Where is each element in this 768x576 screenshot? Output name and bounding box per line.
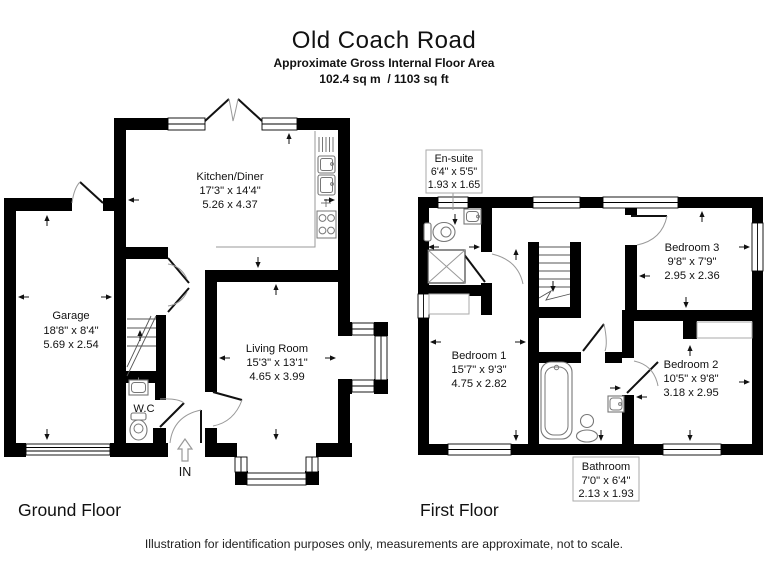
bedroom1-side-window: [417, 293, 430, 319]
bedroom3-top-window: [602, 196, 679, 209]
bedroom3-name: Bedroom 3: [665, 242, 720, 254]
bedroom2-bottom-window: [662, 443, 722, 456]
first-floor-walls: [418, 197, 763, 455]
wc-door: [159, 398, 185, 428]
french-doors: [204, 98, 263, 122]
shower-icon: [427, 249, 466, 284]
first-floor-doors: [462, 215, 668, 394]
ground-floor-walls: [4, 118, 388, 485]
kitchen-window-right: [261, 117, 298, 131]
room-label-bedroom3: Bedroom 3 9'8" x 7'9" 2.95 x 2.36: [664, 242, 719, 282]
wc-basin-icon: [128, 377, 149, 396]
ground-floor-plan: Kitchen/Diner 17'3" x 14'4" 5.26 x 4.37 …: [4, 98, 388, 486]
ensuite-name: En-suite: [435, 153, 474, 165]
kitchen-counter: [216, 131, 337, 248]
ensuite-toilet-icon: [423, 221, 456, 243]
page-title: Old Coach Road: [291, 27, 477, 54]
bedroom2-door: [626, 360, 659, 394]
living-imperial: 15'3" x 13'1": [246, 357, 307, 369]
bedroom1-metric: 4.75 x 2.82: [451, 378, 506, 390]
ground-floor-label: Ground Floor: [18, 500, 122, 520]
bedroom1-imperial: 15'7" x 9'3": [451, 364, 506, 376]
ground-floor-doors: [71, 98, 263, 444]
wc-label: W.C: [133, 403, 154, 415]
bath-icon: [540, 361, 573, 440]
entrance-arrow-icon: [176, 437, 194, 462]
first-floor-plan: En-suite 6'4" x 5'5" 1.93 x 1.65 Bathroo…: [417, 149, 764, 502]
bedroom1-name: Bedroom 1: [452, 350, 507, 362]
bedroom3-imperial: 9'8" x 7'9": [668, 256, 717, 268]
living-bay-window-right: [351, 322, 388, 393]
bathroom-metric: 2.13 x 1.93: [578, 488, 633, 500]
wc-fixtures: [128, 377, 149, 441]
bathroom-name: Bathroom: [582, 461, 631, 473]
ensuite-label-box: En-suite 6'4" x 5'5" 1.93 x 1.65: [425, 149, 483, 210]
kitchen-sink-icon: [317, 155, 336, 196]
disclaimer-text: Illustration for identification purposes…: [144, 537, 624, 551]
room-label-kitchen-diner: Kitchen/Diner 17'3" x 14'4" 5.26 x 4.37: [196, 171, 263, 211]
bedroom3-side-window: [751, 222, 764, 272]
living-metric: 4.65 x 3.99: [249, 371, 304, 383]
side-door: [71, 181, 104, 204]
garage-metric: 5.69 x 2.54: [43, 339, 98, 351]
ground-floor-room-labels: Kitchen/Diner 17'3" x 14'4" 5.26 x 4.37 …: [43, 171, 308, 479]
ground-floor-dimension-arrows: [17, 132, 337, 441]
bathroom-label-box: Bathroom 7'0" x 6'4" 2.13 x 1.93: [572, 456, 640, 502]
bathroom-door: [582, 323, 607, 352]
ground-floor-windows: [25, 117, 388, 486]
hall-kitchen-doors: [167, 257, 190, 313]
bedroom2-metric: 3.18 x 2.95: [663, 387, 718, 399]
bathroom-sink-icon: [607, 395, 625, 413]
living-room-door: [212, 391, 243, 427]
living-bay-window-bottom: [234, 456, 319, 486]
ensuite-door: [462, 252, 524, 285]
bedroom3-door: [631, 215, 668, 246]
room-label-garage: Garage 18'8" x 8'4" 5.69 x 2.54: [43, 310, 98, 351]
bathroom-toilet-icon: [575, 413, 599, 443]
living-name: Living Room: [246, 343, 308, 355]
kitchen-window-left: [167, 117, 206, 131]
bathroom-fixtures: [540, 361, 625, 443]
room-label-living-room: Living Room 15'3" x 13'1" 4.65 x 3.99: [246, 343, 308, 383]
staircase-first: [512, 246, 571, 301]
landing-window: [532, 196, 581, 209]
front-door: [169, 409, 202, 444]
bathroom-imperial: 7'0" x 6'4": [582, 475, 631, 487]
room-label-bedroom2: Bedroom 2 10'5" x 9'8" 3.18 x 2.95: [663, 359, 718, 399]
kitchen-name: Kitchen/Diner: [196, 171, 263, 183]
page-subtitle: Approximate Gross Internal Floor Area: [273, 56, 495, 70]
first-floor-room-labels: Bedroom 1 15'7" x 9'3" 4.75 x 2.82 Bedro…: [451, 242, 719, 399]
window-board: [428, 293, 470, 315]
wc-toilet-icon: [129, 412, 148, 441]
first-floor-label: First Floor: [420, 500, 499, 520]
garage-imperial: 18'8" x 8'4": [43, 325, 98, 337]
hob-icon: [316, 210, 337, 239]
ensuite-metric: 1.93 x 1.65: [428, 179, 481, 191]
garage-name: Garage: [52, 310, 89, 322]
bedroom1-bottom-window: [447, 443, 512, 456]
bedroom2-name: Bedroom 2: [664, 359, 719, 371]
gross-area-value: 102.4 sq m / 1103 sq ft: [319, 72, 449, 86]
garage-door: [25, 443, 111, 456]
bedroom3-metric: 2.95 x 2.36: [664, 270, 719, 282]
ensuite-imperial: 6'4" x 5'5": [431, 166, 478, 178]
kitchen-metric: 5.26 x 4.37: [202, 199, 257, 211]
wardrobe-recess: [696, 321, 753, 339]
ensuite-fixtures: [423, 208, 482, 315]
room-label-bedroom1: Bedroom 1 15'7" x 9'3" 4.75 x 2.82: [451, 350, 506, 390]
staircase-ground: [126, 315, 157, 377]
ensuite-basin-icon: [463, 208, 482, 225]
bedroom2-imperial: 10'5" x 9'8": [663, 373, 718, 385]
entrance-label: IN: [179, 465, 192, 479]
kitchen-imperial: 17'3" x 14'4": [199, 185, 260, 197]
